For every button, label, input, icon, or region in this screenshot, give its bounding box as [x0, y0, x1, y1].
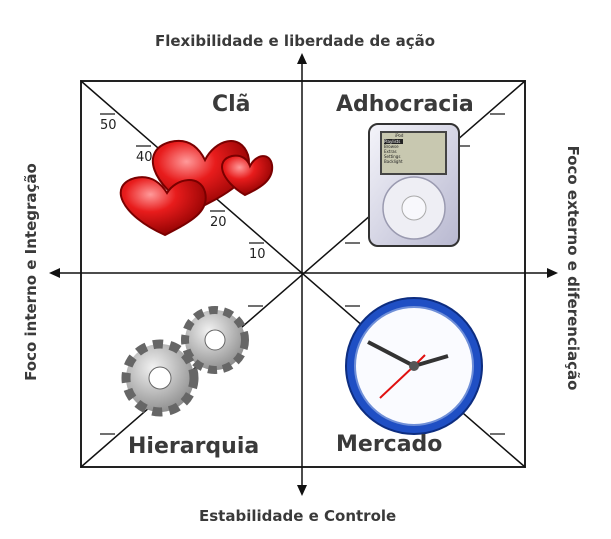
ipod-menu-item: Extras: [384, 149, 397, 154]
arrow-left-icon: [49, 268, 60, 278]
gears-icon: [121, 306, 249, 417]
axis-label-bottom: Estabilidade e Controle: [199, 507, 397, 525]
ipod-menu-item: Backlight: [384, 159, 403, 164]
ipod-menu-item: Playlists: [384, 139, 403, 144]
quadrant-label-hierarquia: Hierarquia: [128, 434, 260, 459]
tick-label: 40: [136, 150, 153, 165]
tick-label: 10: [249, 247, 266, 262]
axis-label-left: Foco interno e Integração: [22, 163, 40, 381]
quadrant-label-mercado: Mercado: [336, 432, 443, 457]
arrow-up-icon: [297, 53, 307, 64]
tick-label: 50: [100, 118, 117, 133]
quadrant-frame: [80, 80, 526, 468]
hearts-icon: [119, 139, 274, 237]
ipod-screen-title: iPod: [395, 133, 404, 138]
axis-label-right: Foco externo e diferenciação: [564, 145, 582, 391]
ipod-screen-menu: Playlists Browse Extras Settings Backlig…: [384, 139, 403, 164]
axis-label-top: Flexibilidade e liberdade de ação: [155, 32, 436, 50]
arrow-down-icon: [297, 485, 307, 496]
quadrant-label-adhocracia: Adhocracia: [336, 92, 474, 117]
ipod-menu-item: Settings: [384, 154, 401, 159]
clock-icon: [345, 297, 483, 435]
arrow-right-icon: [547, 268, 558, 278]
ipod-icon: [368, 123, 460, 247]
quadrant-label-cla: Clã: [212, 92, 251, 117]
tick-label: 20: [210, 215, 227, 230]
ipod-menu-item: Browse: [384, 144, 399, 149]
